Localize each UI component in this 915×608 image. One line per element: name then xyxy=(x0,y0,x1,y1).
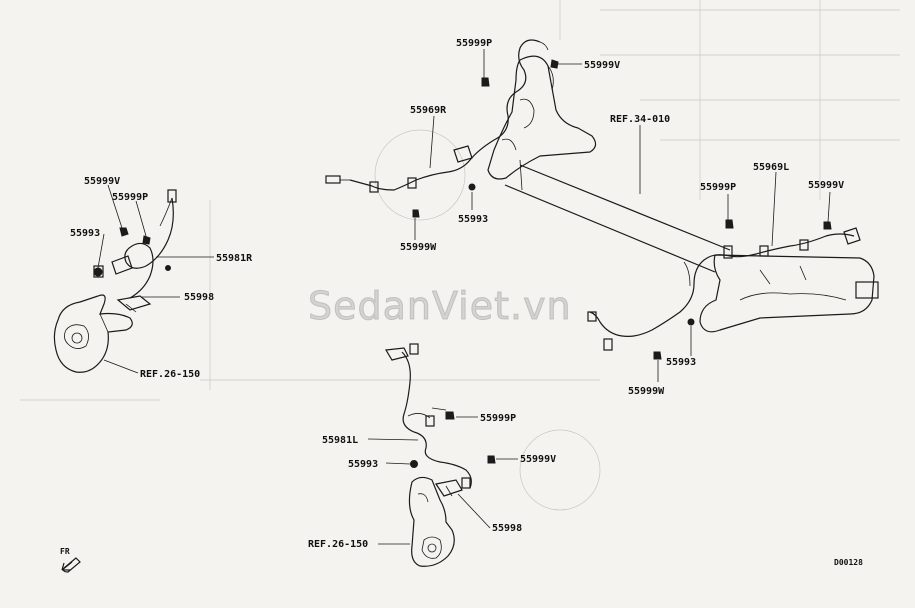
front-left-harness xyxy=(401,351,472,489)
front-right-knuckle xyxy=(53,294,133,373)
label-rear-left-55993: 55993 xyxy=(666,357,696,368)
rear-axle-beam xyxy=(504,164,731,273)
rear-left-bolt-55993 xyxy=(687,318,695,326)
front-right-bolt-55999P xyxy=(142,235,151,245)
front-left-bracket xyxy=(435,479,463,497)
label-rear-left-55999V: 55999V xyxy=(808,180,844,191)
front-left-sensor-group: 55999P 55981L 55993 55999V 55998 REF.26-… xyxy=(308,343,556,567)
label-rear-right-55999P: 55999P xyxy=(456,38,492,49)
front-direction-label: FR xyxy=(60,547,70,556)
rear-right-bolt-55999V xyxy=(550,59,559,69)
label-front-left-55999V: 55999V xyxy=(520,454,556,465)
rear-right-trailing-arm xyxy=(487,55,597,180)
rear-axle-group: 55999P 55999V 55969R 55993 55999W REF.34… xyxy=(325,38,879,397)
label-front-right-55999P: 55999P xyxy=(112,192,148,203)
label-rear-left-55999P: 55999P xyxy=(700,182,736,193)
label-rear-left-55999W: 55999W xyxy=(628,386,665,397)
label-front-left-ref: REF.26-150 xyxy=(308,539,368,550)
rear-left-spindle xyxy=(855,281,879,299)
front-right-bolt-55993 xyxy=(93,267,103,277)
front-left-bolt-55999V xyxy=(487,455,496,464)
label-rear-axle-ref: REF.34-010 xyxy=(610,114,670,125)
front-right-sensor-group: 55999V 55999P 55993 55981R 55998 REF.26-… xyxy=(53,176,253,380)
front-left-knuckle xyxy=(408,476,455,567)
drawing-code: D00128 xyxy=(834,558,863,567)
rear-left-bolt-55999W xyxy=(653,351,662,360)
label-front-left-55993: 55993 xyxy=(348,459,378,470)
label-front-left-55998: 55998 xyxy=(492,523,522,534)
label-rear-right-55999W: 55999W xyxy=(400,242,437,253)
rear-right-harness xyxy=(371,39,541,191)
front-right-harness xyxy=(124,197,174,299)
rear-right-bolt-55993 xyxy=(468,183,476,191)
label-front-right-55993: 55993 xyxy=(70,228,100,239)
label-rear-right-55969R: 55969R xyxy=(410,105,447,116)
label-front-left-55999P: 55999P xyxy=(480,413,516,424)
label-front-right-55981R: 55981R xyxy=(216,253,253,264)
rear-left-trailing-arm xyxy=(699,254,875,333)
watermark: SedanViet.vn xyxy=(308,284,572,329)
front-right-bolt-55999V xyxy=(119,227,129,237)
rear-left-harness xyxy=(589,233,855,337)
front-left-bolt-55999P xyxy=(445,411,455,420)
label-front-right-ref: REF.26-150 xyxy=(140,369,200,380)
label-rear-right-55993: 55993 xyxy=(458,214,488,225)
rear-right-bolt-55999P xyxy=(481,77,490,87)
label-rear-right-55999V: 55999V xyxy=(584,60,620,71)
label-front-left-55981L: 55981L xyxy=(322,435,358,446)
label-front-right-55999V: 55999V xyxy=(84,176,120,187)
label-rear-left-55969L: 55969L xyxy=(753,162,789,173)
rear-left-bolt-55999P xyxy=(725,219,734,229)
front-left-bolt-55993 xyxy=(410,460,418,468)
rear-left-bolt-55999V xyxy=(823,221,832,230)
front-direction-arrow-icon xyxy=(61,557,81,573)
rear-right-bolt-55999W xyxy=(412,209,420,218)
background-artifacts xyxy=(20,0,900,511)
label-front-right-55998: 55998 xyxy=(184,292,214,303)
front-right-bracket xyxy=(116,295,152,311)
front-right-connector xyxy=(167,189,177,203)
